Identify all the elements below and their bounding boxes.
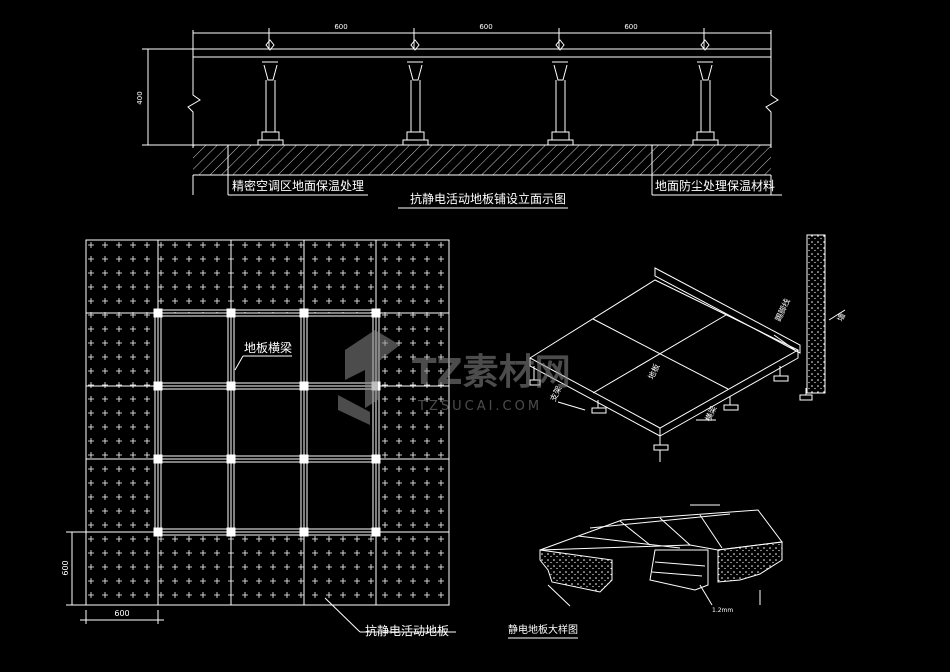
plan-pedestal-heads [153,308,381,537]
detail-top-surface [539,509,783,551]
plan-dim-y: 600 [61,560,70,575]
elevation-pedestals [256,39,719,146]
plan-dim-x: 600 [114,609,129,618]
iso-pedestals [529,366,813,451]
plan-beam-area [157,312,377,533]
left-break-line [187,30,201,148]
detail-title: 静电地板大样图 [508,623,578,636]
pedestal [256,39,284,146]
pedestal [401,39,429,146]
floor-label: 抗静电活动地板 [365,623,449,638]
detail-view [508,504,783,639]
iso-label-panel: 地板 [646,362,662,381]
top-dim-2: 600 [479,23,492,31]
pedestal [691,39,719,146]
detail-slab [539,549,613,593]
iso-label-beam: 横梁 [703,404,719,423]
elevation-title: 抗静电活动地板铺设立面示图 [410,191,566,206]
iso-label-skirting: 踢脚线 [773,297,792,323]
beam-label: 地板横梁 [244,340,292,355]
skirting-board [654,267,801,354]
elevation-floor-panel [192,48,772,58]
elevation-view [142,28,782,209]
detail-thickness-label: 1.2mm [712,607,733,614]
watermark: TZ素材网 TZSUCAI.COM [338,330,571,425]
watermark-brand: TZ素材网 [412,352,571,393]
watermark-url: TZSUCAI.COM [417,399,542,414]
top-dim-1: 600 [334,23,347,31]
iso-label-wall: 墙 [835,311,847,322]
ground-slab-hatch [193,145,771,175]
label-dustproof: 地面防尘处理保温材料 [655,178,775,193]
pedestal [546,39,574,146]
height-dim-label: 400 [136,91,144,104]
top-dim-3: 600 [624,23,637,31]
watermark-logo-icon [338,330,400,425]
detail-step [649,549,709,591]
wall [806,234,826,394]
plan-view [66,239,456,633]
right-break-line [765,30,779,148]
iso-view [529,234,846,462]
label-precision-ac: 精密空调区地面保温处理 [232,178,364,193]
